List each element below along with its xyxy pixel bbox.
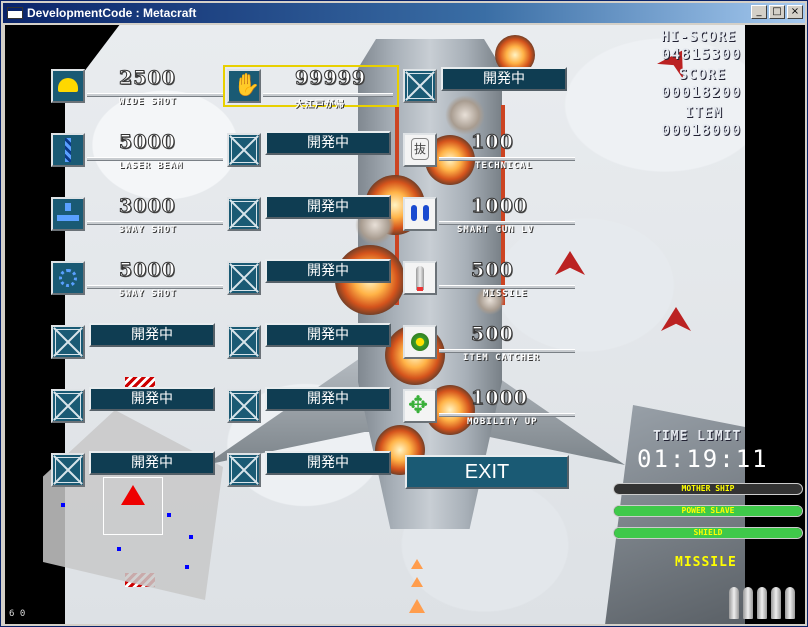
in-development-plate: 開発中 (265, 323, 391, 347)
nuki-icon[interactable]: 抜 (403, 133, 437, 167)
radar-dot (189, 535, 193, 539)
missile-icon[interactable] (403, 261, 437, 295)
missile-caption: MISSILE (483, 289, 528, 299)
hand-icon[interactable]: ✋ (227, 69, 261, 103)
app-icon (7, 7, 23, 19)
bullet (411, 577, 423, 587)
laser-beam-caption: LASER BEAM (119, 161, 184, 171)
bullet (409, 599, 425, 613)
radar-dot (167, 513, 171, 517)
missile-stock-icon (785, 587, 795, 619)
in-development-plate: 開発中 (441, 67, 567, 91)
score-value: 00018200 (661, 83, 742, 101)
missile-stock-icon (757, 587, 767, 619)
game-viewport: 2500 WIDE SHOT 5000 LASER BEAM 3000 3WAY… (5, 25, 805, 624)
five-way-cost: 5000 (119, 259, 176, 282)
time-remaining: 01:19:11 (637, 445, 769, 473)
ship-stripe (501, 105, 505, 305)
mobility-icon[interactable]: ✥ (403, 389, 437, 423)
three-way-cost: 3000 (119, 195, 176, 218)
smart-gun-cost: 1000 (471, 195, 528, 218)
locked-slot-icon[interactable] (227, 133, 261, 167)
in-development-plate: 開発中 (265, 131, 391, 155)
radar-dot (185, 565, 189, 569)
maximize-button[interactable]: □ (769, 5, 785, 19)
locked-slot-icon[interactable] (51, 453, 85, 487)
item-value: 00018000 (661, 121, 742, 139)
laser-icon[interactable] (51, 133, 85, 167)
item-label: ITEM (685, 105, 723, 121)
score-label: SCORE (679, 67, 727, 83)
locked-slot-icon[interactable] (403, 69, 437, 103)
locked-slot-icon[interactable] (227, 325, 261, 359)
missile-stock-icon (729, 587, 739, 619)
technical-cost: 100 (471, 131, 514, 154)
title-bar[interactable]: DevelopmentCode : Metacraft _ □ × (3, 3, 805, 23)
helmet-icon[interactable] (51, 69, 85, 103)
missile-stock-icon (771, 587, 781, 619)
locked-slot-icon[interactable] (227, 261, 261, 295)
power-slave-fill (614, 506, 802, 516)
in-development-plate: 開発中 (89, 387, 215, 411)
fps-counter: 6 0 (9, 609, 26, 619)
wide-shot-cost: 2500 (119, 67, 176, 90)
radar-dot (117, 547, 121, 551)
five-way-caption: 5WAY SHOT (119, 289, 177, 299)
in-development-plate: 開発中 (265, 259, 391, 283)
locked-slot-icon[interactable] (51, 389, 85, 423)
hiscore-label: HI-SCORE (661, 29, 737, 45)
in-development-plate: 開発中 (265, 195, 391, 219)
smoke (445, 95, 485, 135)
item-catcher-cost: 500 (471, 323, 514, 346)
locked-slot-icon[interactable] (51, 325, 85, 359)
laser-beam-cost: 5000 (119, 131, 176, 154)
locked-slot-icon[interactable] (227, 453, 261, 487)
power-slave-bar: POWER SLAVE (613, 505, 803, 517)
shield-fill (614, 528, 802, 538)
in-development-plate: 開発中 (89, 451, 215, 475)
exit-button[interactable]: EXIT (405, 455, 569, 489)
window-title: DevelopmentCode : Metacraft (27, 6, 197, 20)
mother-ship-label: MOTHER SHIP (681, 484, 735, 493)
item-catcher-caption: ITEM CATCHER (463, 353, 541, 363)
three-way-icon[interactable] (51, 197, 85, 231)
close-button[interactable]: × (787, 5, 803, 19)
missile-cost: 500 (471, 259, 514, 282)
in-development-plate: 開発中 (265, 451, 391, 475)
in-development-plate: 開発中 (89, 323, 215, 347)
wide-shot-caption: WIDE SHOT (119, 97, 177, 107)
technical-caption: TECHNICAL (475, 161, 533, 171)
mobility-caption: MOBILITY UP (467, 417, 538, 427)
smart-gun-caption: SMART GUN LV (457, 225, 535, 235)
shield-label: SHIELD (693, 528, 723, 537)
special-item-caption: 大江戸が帰 (295, 100, 346, 110)
locked-slot-icon[interactable] (227, 389, 261, 423)
missile-stock-icon (743, 587, 753, 619)
hiscore-value: 04815300 (661, 45, 742, 63)
time-limit-label: TIME LIMIT (653, 429, 742, 444)
mother-ship-bar: MOTHER SHIP (613, 483, 803, 495)
three-way-caption: 3WAY SHOT (119, 225, 177, 235)
power-slave-label: POWER SLAVE (681, 506, 735, 515)
smoke (475, 285, 505, 315)
mobility-cost: 1000 (471, 387, 528, 410)
missile-hud-label: MISSILE (675, 555, 737, 570)
player-marker (121, 485, 145, 505)
minimize-button[interactable]: _ (751, 5, 767, 19)
smart-gun-icon[interactable] (403, 197, 437, 231)
radar-dot (61, 503, 65, 507)
locked-slot-icon[interactable] (227, 197, 261, 231)
item-catcher-icon[interactable] (403, 325, 437, 359)
shield-bar: SHIELD (613, 527, 803, 539)
bullet (411, 559, 423, 569)
selection-cursor (223, 65, 399, 107)
in-development-plate: 開発中 (265, 387, 391, 411)
five-way-icon[interactable] (51, 261, 85, 295)
radar-view-box (103, 477, 163, 535)
special-item-cost: 99999 (294, 67, 367, 90)
